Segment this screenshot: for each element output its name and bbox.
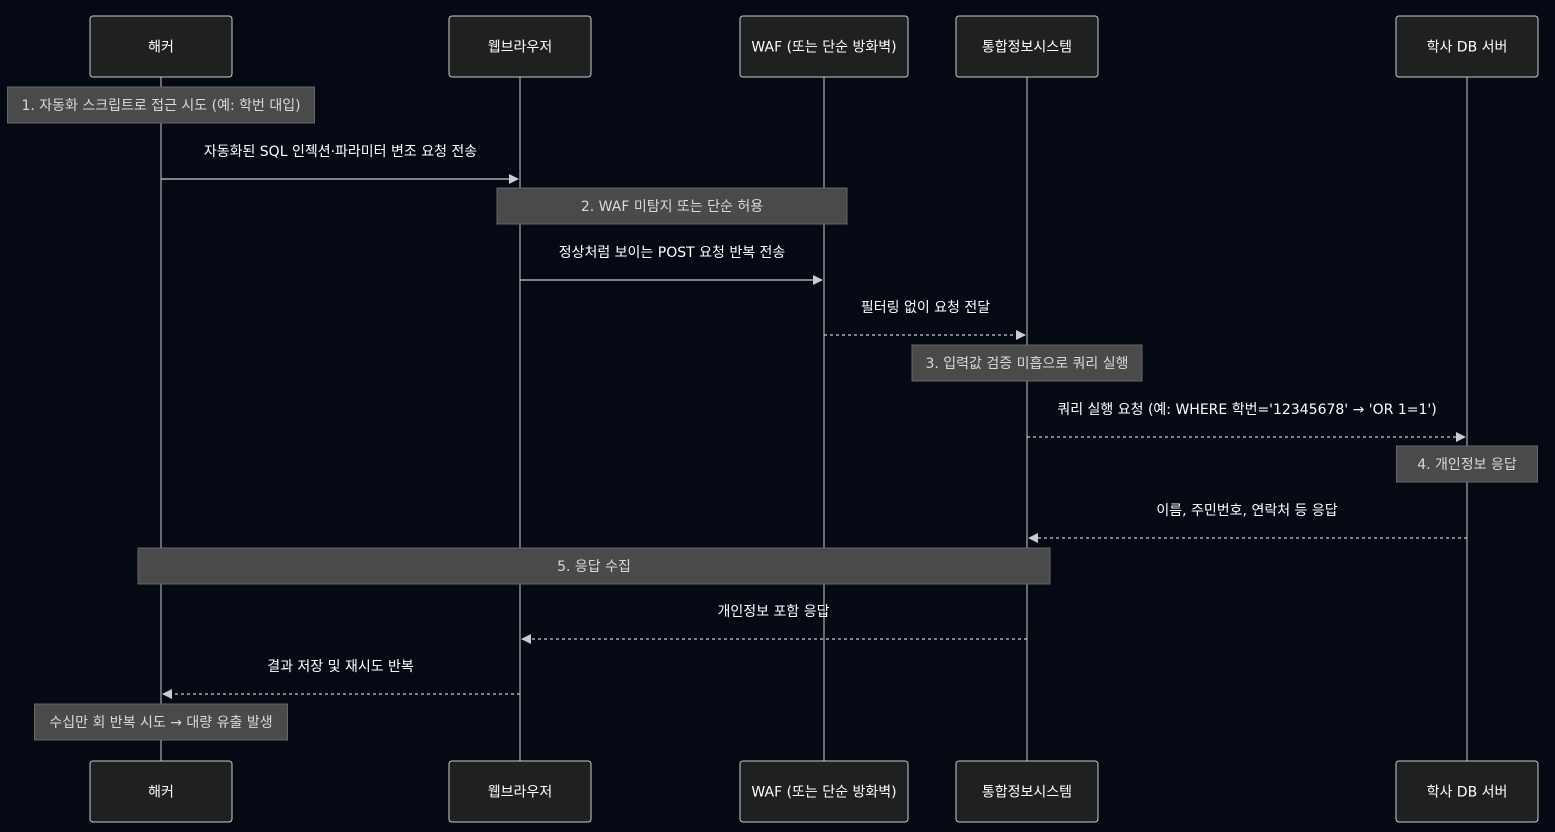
participant-waf-bottom[interactable]: WAF (또는 단순 방화벽) [739,760,909,823]
message-browser-to-hacker: 결과 저장 및 재시도 반복 [162,659,520,699]
participant-box [739,760,909,823]
note-text: 3. 입력값 검증 미흡으로 쿼리 실행 [925,356,1128,372]
message-label: 이름, 주민번호, 연락처 등 응답 [1156,503,1337,519]
note-3: 2. WAF 미탐지 또는 단순 허용 [496,187,848,225]
participant-label: 웹브라우저 [488,785,552,801]
message-label: 결과 저장 및 재시도 반복 [267,659,414,675]
participant-box [955,15,1099,78]
message-label: 정상처럼 보이는 POST 요청 반복 전송 [559,245,786,261]
note-10: 5. 응답 수집 [137,547,1051,585]
participant-box [448,15,592,78]
participant-box [955,760,1099,823]
participant-label: 웹브라우저 [488,40,552,56]
note-box [911,344,1143,382]
note-box [34,703,288,741]
participant-label: 해커 [148,785,174,801]
participant-label: WAF (또는 단순 방화벽) [751,785,896,801]
message-label: 개인정보 포함 응답 [718,604,830,620]
participant-browser-top[interactable]: 웹브라우저 [448,15,592,78]
note-box [496,187,848,225]
note-13: 수십만 회 반복 시도 → 대량 유출 발생 [34,703,288,741]
message-label: 자동화된 SQL 인젝션·파라미터 변조 요청 전송 [204,144,477,160]
participant-label: WAF (또는 단순 방화벽) [751,40,896,56]
message-label: 쿼리 실행 요청 (예: WHERE 학번='12345678' → 'OR 1… [1057,402,1436,418]
message-waf-to-system: 필터링 없이 요청 전달 [824,300,1026,340]
participant-hacker-top[interactable]: 해커 [89,15,233,78]
message-db-to-system: 이름, 주민번호, 연락처 등 응답 [1028,503,1467,543]
participant-label: 학사 DB 서버 [1427,40,1508,56]
note-box [137,547,1051,585]
note-box [7,86,315,124]
message-hacker-to-browser: 자동화된 SQL 인젝션·파라미터 변조 요청 전송 [161,144,519,184]
participant-box [89,15,233,78]
participant-box [1395,15,1539,78]
note-text: 4. 개인정보 응답 [1417,457,1517,473]
note-text: 1. 자동화 스크립트로 접근 시도 (예: 학번 대입) [21,98,300,114]
note-text: 2. WAF 미탐지 또는 단순 허용 [581,199,763,215]
message-label: 필터링 없이 요청 전달 [861,300,990,316]
participant-box [89,760,233,823]
participant-label: 해커 [148,40,174,56]
participant-db-bottom[interactable]: 학사 DB 서버 [1395,760,1539,823]
message-browser-to-waf: 정상처럼 보이는 POST 요청 반복 전송 [520,245,823,285]
participant-box [448,760,592,823]
message-system-to-db: 쿼리 실행 요청 (예: WHERE 학번='12345678' → 'OR 1… [1027,402,1466,442]
note-text: 5. 응답 수집 [557,559,631,575]
message-system-to-browser: 개인정보 포함 응답 [521,604,1027,644]
participant-box [739,15,909,78]
note-text: 수십만 회 반복 시도 → 대량 유출 발생 [49,715,272,731]
participant-label: 통합정보시스템 [982,40,1072,56]
participant-label: 통합정보시스템 [982,785,1072,801]
participant-db-top[interactable]: 학사 DB 서버 [1395,15,1539,78]
participant-system-bottom[interactable]: 통합정보시스템 [955,760,1099,823]
participant-system-top[interactable]: 통합정보시스템 [955,15,1099,78]
participant-box [1395,760,1539,823]
note-8: 4. 개인정보 응답 [1396,445,1538,483]
note-box [1396,445,1538,483]
participant-label: 학사 DB 서버 [1427,785,1508,801]
participant-browser-bottom[interactable]: 웹브라우저 [448,760,592,823]
note-6: 3. 입력값 검증 미흡으로 쿼리 실행 [911,344,1143,382]
participant-hacker-bottom[interactable]: 해커 [89,760,233,823]
note-1: 1. 자동화 스크립트로 접근 시도 (예: 학번 대입) [7,86,315,124]
participant-waf-top[interactable]: WAF (또는 단순 방화벽) [739,15,909,78]
